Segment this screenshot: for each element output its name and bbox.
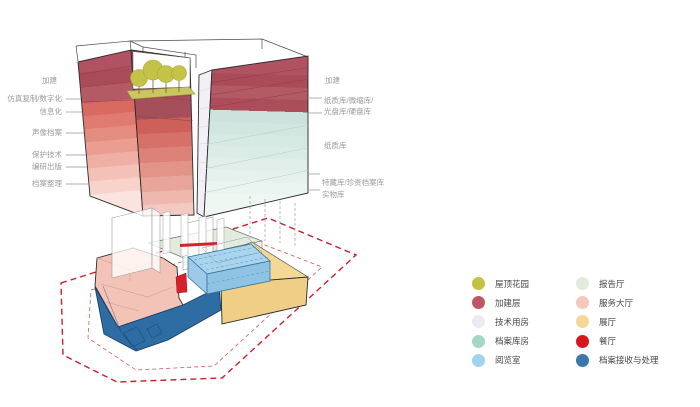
floor-label: 特藏库/珍贵档案库 (322, 177, 385, 187)
reading-room-box (187, 236, 271, 295)
legend-item: 技术用房 (472, 312, 564, 331)
floor-label: 声像档案 (32, 127, 62, 137)
right-tower-dark-floor-lines (209, 67, 309, 108)
swatch-reading-room-icon (472, 353, 485, 367)
site-boundary-outer (60, 217, 358, 383)
floor-label: 信息化 (40, 106, 63, 116)
swatch-dining-hall-icon (576, 334, 589, 348)
trees (130, 59, 187, 87)
swatch-exhibition-hall-icon (576, 315, 589, 329)
legend-item: 服务大厅 (576, 293, 659, 312)
legend-item: 加建层 (472, 293, 564, 312)
legend-label: 加建层 (495, 297, 521, 308)
floor-label: 仿真复制/数字化 (7, 93, 62, 103)
floor-label: 加建 (42, 75, 57, 85)
legend-item: 报告厅 (576, 274, 659, 293)
floor-labels-right: 加建 纸质库/微缩库/ 光盘库/硬盘库 纸质库 特藏库/珍贵档案库 实物库 (309, 75, 385, 199)
column (162, 210, 171, 255)
floor-label: 加建 (325, 75, 340, 85)
swatch-addition-icon (472, 296, 485, 310)
floor-label: 保护技术 (32, 149, 62, 159)
swatch-service-hall-icon (576, 296, 589, 310)
floor-label: 光盘库/硬盘库 (324, 106, 372, 116)
legend-label: 档案库房 (495, 336, 530, 347)
reading-room-hidden-lines (193, 246, 271, 285)
podium (94, 196, 310, 352)
swatch-archive-storage-icon (472, 334, 485, 348)
floor-label: 纸质库 (324, 140, 347, 150)
right-tower-west-floor-lines (197, 87, 212, 182)
column (180, 212, 189, 258)
legend-column-left: 屋顶花园 加建层 技术用房 档案库房 阅览室 (472, 274, 564, 370)
dining-hall-strip (180, 242, 217, 247)
ghost-volume-left (111, 207, 153, 279)
floor-label: 纸质库/微缩库/ (324, 95, 374, 105)
floor-label: 编研出版 (32, 161, 62, 171)
legend-label: 阅览室 (495, 355, 521, 366)
leader-ticks-right (309, 97, 322, 191)
swatch-reception-processing-icon (576, 353, 589, 367)
reading-room-upper-outline (201, 236, 263, 264)
ghost-volume-left-side (151, 207, 161, 274)
right-tower-teal-floor-lines (204, 124, 309, 193)
right-tower (196, 55, 309, 218)
right-tower-face-south (203, 55, 309, 218)
legend-label: 餐厅 (599, 336, 617, 347)
reception-processing-block (94, 286, 222, 352)
floor-label: 实物库 (322, 189, 345, 199)
swatch-roof-garden-icon (472, 277, 485, 291)
legend-label: 报告厅 (599, 278, 625, 289)
legend-item: 屋顶花园 (472, 274, 564, 293)
legend-label: 技术用房 (495, 316, 530, 327)
swatch-technical-rooms-icon (472, 315, 485, 329)
swatch-lecture-hall-icon (576, 277, 589, 291)
legend-label: 档案接收与处理 (599, 355, 659, 366)
legend-item: 档案库房 (472, 332, 564, 351)
legend-item: 展厅 (576, 312, 659, 331)
dining-hall-wedge (175, 272, 188, 294)
floor-labels-left: 加建 仿真复制/数字化 信息化 声像档案 保护技术 编研出版 档案整理 (7, 75, 89, 188)
tree-icon (171, 65, 187, 81)
legend-label: 展厅 (599, 316, 617, 327)
legend-column-right: 报告厅 服务大厅 展厅 餐厅 档案接收与处理 (576, 274, 659, 370)
legend-label: 服务大厅 (599, 297, 634, 308)
legend-item: 阅览室 (472, 351, 564, 370)
legend-item: 档案接收与处理 (576, 351, 659, 370)
legend: 屋顶花园 加建层 技术用房 档案库房 阅览室 报告厅 服务大厅 展 (472, 274, 659, 370)
legend-label: 屋顶花园 (495, 278, 530, 289)
floor-label: 档案整理 (32, 178, 62, 188)
roof-garden (126, 59, 196, 100)
roof-garden-deck (126, 86, 196, 100)
leader-ticks-left (66, 98, 89, 185)
reception-detail-lines (102, 285, 163, 351)
exhibition-hall-face (220, 276, 309, 325)
legend-item: 餐厅 (576, 332, 659, 351)
